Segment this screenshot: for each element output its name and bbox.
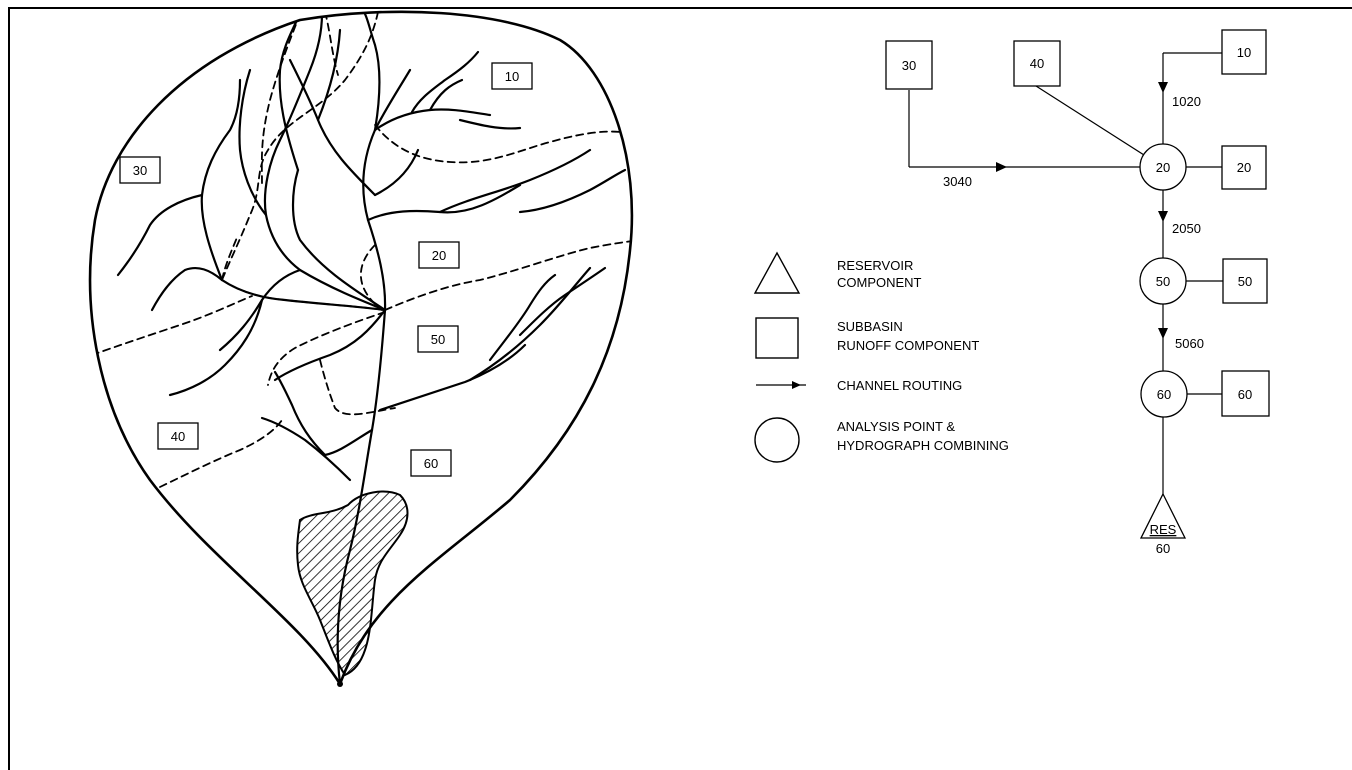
divide-line — [221, 11, 379, 281]
divide-line — [159, 419, 283, 488]
junction-50: 50 — [1139, 257, 1187, 305]
svg-text:30: 30 — [133, 163, 147, 178]
subbasin-label-30: 30 — [119, 156, 161, 184]
svg-text:30: 30 — [902, 58, 916, 73]
legend-routing: CHANNEL ROUTING — [756, 378, 962, 393]
routing-label-2050: 2050 — [1172, 221, 1201, 236]
svg-text:ANALYSIS POINT &: ANALYSIS POINT & — [837, 419, 955, 434]
svg-text:RES: RES — [1150, 522, 1177, 537]
outlet-point — [337, 681, 343, 687]
svg-text:40: 40 — [1030, 56, 1044, 71]
circle-icon — [754, 417, 800, 463]
basin-schematic: 30 40 10 20 50 60 20 50 — [885, 29, 1270, 556]
stream-branch — [438, 148, 592, 214]
stream-branch — [410, 50, 480, 114]
subbasin-label-50: 50 — [417, 325, 459, 353]
stream-branch — [316, 28, 342, 122]
schematic-reservoir: RES 60 — [1139, 492, 1187, 556]
subbasin-label-20: 20 — [418, 241, 460, 269]
junction-60: 60 — [1140, 370, 1188, 418]
schematic-subbasin-10: 10 — [1221, 29, 1267, 75]
stream-branch — [263, 12, 387, 312]
divide-line — [221, 234, 239, 281]
stream-branch — [488, 273, 557, 362]
svg-text:10: 10 — [505, 69, 519, 84]
stream-branch — [378, 343, 527, 412]
stream-branch — [220, 278, 387, 312]
legend-subbasin: SUBBASIN RUNOFF COMPONENT — [755, 317, 979, 359]
routing-label-1020: 1020 — [1172, 94, 1201, 109]
svg-text:50: 50 — [431, 332, 445, 347]
stream-branch — [518, 168, 627, 214]
svg-text:SUBBASIN: SUBBASIN — [837, 319, 903, 334]
watershed-map: 10 30 20 50 40 60 — [88, 10, 634, 687]
svg-text:COMPONENT: COMPONENT — [837, 275, 922, 290]
divide-line — [374, 124, 621, 164]
routing-arrow-3040 — [996, 162, 1007, 172]
divide-line — [260, 13, 301, 186]
svg-text:RUNOFF COMPONENT: RUNOFF COMPONENT — [837, 338, 979, 353]
schematic-subbasin-60: 60 — [1221, 370, 1270, 417]
svg-text:60: 60 — [1238, 387, 1252, 402]
stream-branch — [238, 68, 268, 217]
subbasin-label-10: 10 — [491, 62, 533, 90]
divide-line — [384, 239, 632, 311]
divide-line — [267, 311, 386, 386]
routing-arrow-5060 — [1158, 328, 1168, 339]
subbasin-label-60: 60 — [410, 449, 452, 477]
svg-text:RESERVOIR: RESERVOIR — [837, 258, 913, 273]
stream-branch — [116, 193, 204, 277]
stream-branch — [273, 308, 387, 382]
svg-text:50: 50 — [1156, 274, 1170, 289]
stream-branch — [518, 266, 607, 337]
stream-branch — [260, 416, 352, 482]
svg-text:CHANNEL ROUTING: CHANNEL ROUTING — [837, 378, 962, 393]
svg-text:60: 60 — [1156, 541, 1170, 556]
svg-text:50: 50 — [1238, 274, 1252, 289]
link-40-to-20 — [1035, 85, 1145, 156]
stream-branch — [291, 168, 387, 312]
routing-label-3040: 3040 — [943, 174, 972, 189]
triangle-icon — [753, 251, 801, 294]
divide-line — [319, 359, 396, 416]
legend-analysis-point: ANALYSIS POINT & HYDROGRAPH COMBINING — [754, 417, 1009, 463]
svg-text:60: 60 — [1157, 387, 1171, 402]
schematic-subbasin-30: 30 — [885, 40, 933, 90]
legend: RESERVOIR COMPONENT SUBBASIN RUNOFF COMP… — [753, 251, 1009, 463]
svg-text:20: 20 — [432, 248, 446, 263]
junction-20: 20 — [1139, 143, 1187, 191]
stream-branch — [278, 16, 300, 172]
schematic-subbasin-40: 40 — [1013, 40, 1061, 87]
watershed-boundary — [88, 10, 634, 687]
svg-text:HYDROGRAPH COMBINING: HYDROGRAPH COMBINING — [837, 438, 1009, 453]
svg-text:40: 40 — [171, 429, 185, 444]
stream-branch — [468, 266, 592, 382]
svg-text:60: 60 — [424, 456, 438, 471]
stream-branch — [200, 78, 242, 282]
stream-branch — [373, 108, 492, 132]
legend-reservoir: RESERVOIR COMPONENT — [753, 251, 922, 294]
routing-arrow-1020 — [1158, 82, 1168, 93]
stream-branch — [150, 266, 224, 312]
routing-label-5060: 5060 — [1175, 336, 1204, 351]
reservoir-area — [296, 490, 409, 677]
stream-branch — [458, 118, 522, 130]
schematic-subbasin-20: 20 — [1221, 145, 1267, 190]
svg-text:20: 20 — [1237, 160, 1251, 175]
stream-branch — [168, 298, 264, 397]
stream-branch — [373, 148, 420, 197]
stream-branch — [428, 78, 464, 112]
subbasin-label-40: 40 — [157, 422, 199, 450]
routing-arrow-2050 — [1158, 211, 1168, 222]
stream-branch — [273, 370, 374, 457]
divide-line — [91, 295, 253, 356]
square-icon — [755, 317, 799, 359]
schematic-subbasin-50: 50 — [1222, 258, 1268, 304]
svg-text:20: 20 — [1156, 160, 1170, 175]
stream-branch — [363, 12, 381, 132]
svg-text:10: 10 — [1237, 45, 1251, 60]
